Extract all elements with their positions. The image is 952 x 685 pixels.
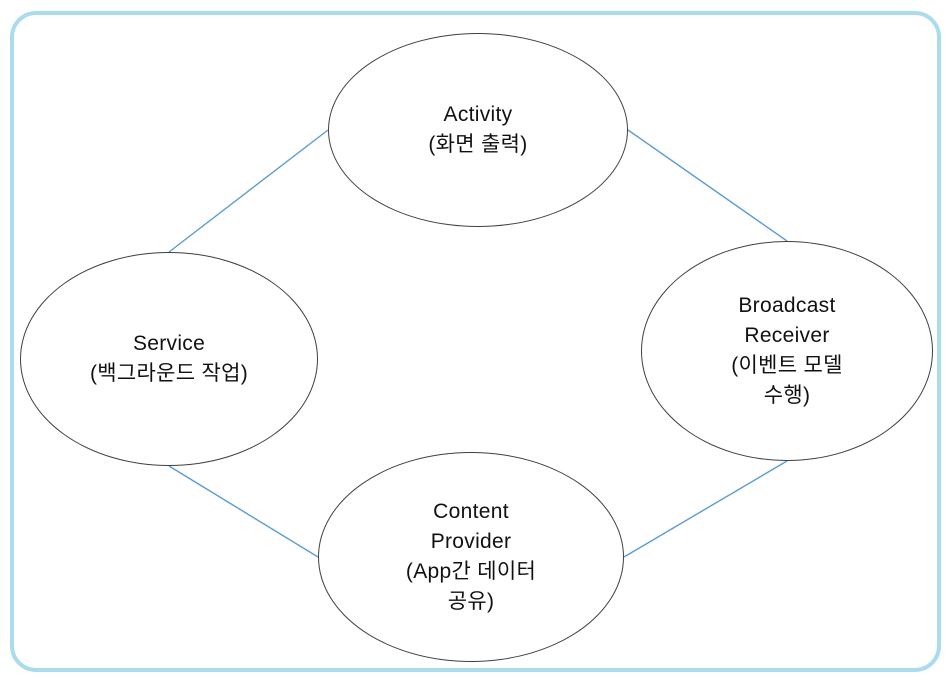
node-activity-label: Activity (화면 출력): [428, 103, 528, 156]
node-service-label: Service (백그라운드 작업): [89, 332, 249, 385]
connector-activity-broadcast: [627, 129, 788, 242]
node-content-provider-label: Content Provider (App간 데이터 공유): [405, 500, 537, 613]
connector-activity-service: [168, 129, 329, 253]
node-service: Service (백그라운드 작업): [20, 252, 318, 466]
node-content-provider: Content Provider (App간 데이터 공유): [318, 452, 624, 662]
connector-service-content: [168, 465, 319, 558]
node-broadcast-receiver-label: Broadcast Receiver (이벤트 모델 수행): [731, 294, 843, 407]
node-activity: Activity (화면 출력): [328, 33, 628, 227]
node-broadcast-receiver: Broadcast Receiver (이벤트 모델 수행): [641, 241, 933, 461]
connector-broadcast-content: [623, 460, 788, 558]
